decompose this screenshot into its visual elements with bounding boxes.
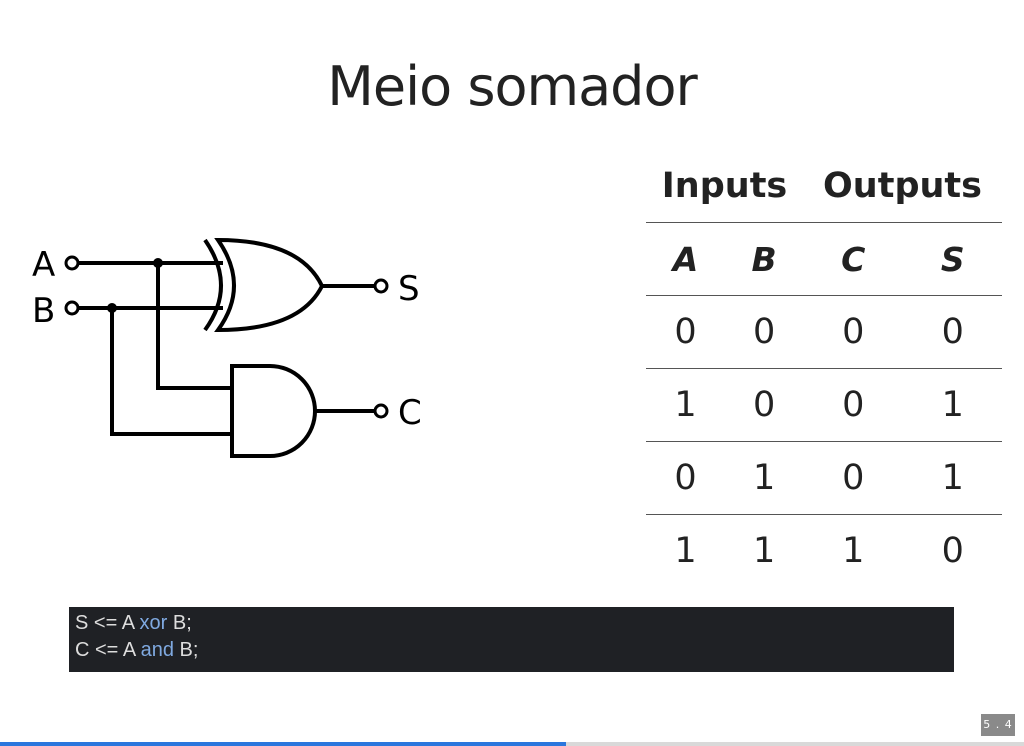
table-cell: 0: [725, 368, 804, 442]
xor-gate-icon: [214, 237, 325, 333]
table-cell: 1: [725, 441, 804, 515]
table-cell: 0: [725, 295, 804, 369]
table-cell: 0: [646, 441, 726, 515]
table-row: 0 0 0 0: [646, 295, 1002, 369]
table-cell: 1: [903, 368, 1002, 442]
input-a-label: A: [32, 245, 55, 285]
and-gate-icon: [230, 364, 317, 458]
code-block: S <= A xor B; C <= A and B;: [69, 607, 954, 672]
table-row: 1 1 1 0: [646, 515, 1002, 588]
slide-number[interactable]: 5 . 4: [981, 714, 1015, 736]
progress-bar-fill: [0, 742, 567, 746]
wire-b-to-and: [110, 308, 232, 436]
code-line-sum: S <= A xor B;: [75, 610, 948, 637]
truth-table-column-header-row: A B C S: [646, 222, 1002, 296]
junction-dot-b: [107, 303, 117, 313]
xor-gate-extra-arc: [203, 238, 223, 332]
column-header-a: A: [646, 222, 726, 296]
table-cell: 1: [646, 368, 726, 442]
table-cell: 1: [842, 531, 865, 571]
table-row: 0 1 0 1: [646, 441, 1002, 515]
table-cell: 1: [674, 531, 697, 571]
wire-a-to-and: [156, 263, 232, 390]
junction-dot-a: [153, 258, 163, 268]
table-row: 1 0 0 1: [646, 368, 1002, 442]
code-text: C <= A: [75, 639, 141, 661]
column-header-s: S: [903, 222, 1002, 296]
slide-title: Meio somador: [327, 55, 697, 118]
table-cell: 0: [803, 295, 904, 369]
table-cell: 0: [903, 295, 1002, 369]
code-keyword-xor: xor: [139, 612, 168, 634]
code-text: S <= A: [75, 612, 140, 634]
table-cell: 1: [752, 531, 776, 571]
table-cell: 0: [941, 531, 964, 571]
input-b-label: B: [32, 291, 55, 331]
table-cell: 0: [803, 441, 904, 515]
truth-table-group-header-row: Inputs Outputs: [646, 150, 1002, 223]
table-cell: 0: [646, 295, 726, 369]
progress-bar[interactable]: [0, 742, 1024, 746]
terminal-s-icon: [373, 278, 389, 294]
code-keyword-and: and: [140, 639, 174, 661]
table-cell: 0: [803, 368, 904, 442]
inputs-header: Inputs: [646, 150, 804, 223]
column-header-c: C: [803, 222, 904, 296]
output-s-label: S: [398, 269, 420, 309]
code-text: B;: [173, 639, 199, 661]
terminal-b-icon: [64, 300, 80, 316]
table-cell: 1: [903, 441, 1002, 515]
code-text: B;: [167, 612, 192, 634]
code-line-carry: C <= A and B;: [75, 637, 948, 664]
terminal-a-icon: [64, 255, 80, 271]
truth-table: Inputs Outputs A B C S 0 0 0 0 1 0 0 1 0…: [646, 150, 1002, 587]
outputs-header: Outputs: [803, 150, 1002, 223]
terminal-c-icon: [373, 403, 389, 419]
column-header-b: B: [725, 222, 804, 296]
half-adder-circuit-diagram: A B S C: [32, 237, 422, 458]
output-c-label: C: [398, 393, 422, 433]
